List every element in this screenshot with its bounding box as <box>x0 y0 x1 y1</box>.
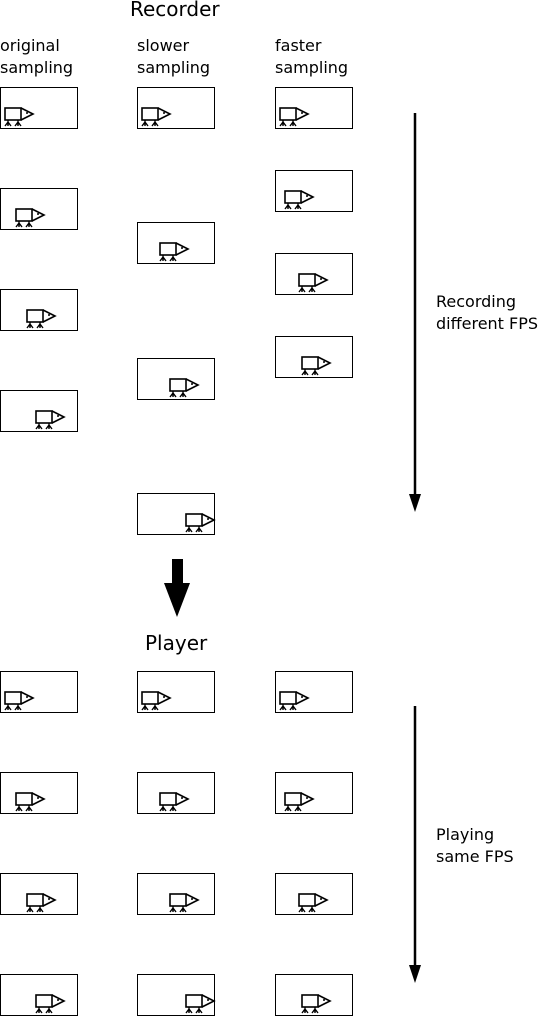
recorder-original-frame <box>0 390 78 432</box>
pig-icon <box>15 208 46 228</box>
player-original-frame <box>0 671 78 713</box>
column-header-original-line1: original <box>0 36 60 55</box>
pig-icon <box>35 994 66 1014</box>
pig-icon <box>169 378 200 398</box>
recorder-original-frame <box>0 289 78 331</box>
pig-icon <box>185 994 216 1014</box>
recorder-slower-frame <box>137 493 216 535</box>
pig-icon <box>279 691 310 711</box>
recorder-slower-frame <box>137 358 215 400</box>
column-header-original: original sampling <box>0 35 73 79</box>
pig-icon <box>159 792 190 812</box>
pig-icon <box>298 273 329 293</box>
player-original-frame <box>0 772 78 814</box>
player-original-frame <box>0 974 78 1016</box>
recorder-faster-frame <box>275 170 353 212</box>
pig-icon <box>15 792 46 812</box>
recording-arrow-label: Recording different FPS <box>436 291 538 335</box>
pig-icon <box>35 410 66 430</box>
pig-icon <box>284 190 315 210</box>
pig-icon <box>185 513 216 533</box>
pig-icon <box>4 107 35 127</box>
playing-arrow-label-line2: same FPS <box>436 847 514 866</box>
recording-arrow-label-line2: different FPS <box>436 314 539 333</box>
recorder-to-player-arrow <box>164 559 190 617</box>
player-faster-frame <box>275 671 353 713</box>
pig-icon <box>159 242 190 262</box>
recorder-original-frame <box>0 188 78 230</box>
player-slower-frame <box>137 974 216 1016</box>
recorder-slower-frame <box>137 87 215 129</box>
pig-icon <box>279 107 310 127</box>
playing-arrow-label-line1: Playing <box>436 825 495 844</box>
player-slower-frame <box>137 671 215 713</box>
column-header-slower-line1: slower <box>137 36 190 55</box>
recording-arrow-label-line1: Recording <box>436 292 517 311</box>
player-faster-frame <box>275 873 353 915</box>
pig-icon <box>284 792 315 812</box>
column-header-original-line2: sampling <box>0 58 74 77</box>
column-header-faster: faster sampling <box>275 35 348 79</box>
pig-icon <box>301 356 332 376</box>
recorder-faster-frame <box>275 253 353 295</box>
player-faster-frame <box>275 772 353 814</box>
pig-icon <box>301 994 332 1014</box>
column-header-faster-line1: faster <box>275 36 322 55</box>
column-header-faster-line2: sampling <box>275 58 349 77</box>
pig-icon <box>141 107 172 127</box>
player-original-frame <box>0 873 78 915</box>
pig-icon <box>141 691 172 711</box>
playing-time-arrow <box>409 706 421 983</box>
recorder-title: Recorder <box>130 0 220 21</box>
recorder-faster-frame <box>275 87 353 129</box>
recorder-faster-frame <box>275 336 353 378</box>
player-slower-frame <box>137 873 215 915</box>
column-header-slower: slower sampling <box>137 35 210 79</box>
player-title: Player <box>145 631 208 655</box>
recorder-original-frame <box>0 87 78 129</box>
pig-icon <box>298 893 329 913</box>
recording-time-arrow <box>409 113 421 512</box>
player-faster-frame <box>275 974 353 1016</box>
playing-arrow-label: Playing same FPS <box>436 824 514 868</box>
pig-icon <box>169 893 200 913</box>
pig-icon <box>4 691 35 711</box>
recorder-slower-frame <box>137 222 215 264</box>
pig-icon <box>26 893 57 913</box>
pig-icon <box>26 309 57 329</box>
column-header-slower-line2: sampling <box>137 58 211 77</box>
player-slower-frame <box>137 772 215 814</box>
